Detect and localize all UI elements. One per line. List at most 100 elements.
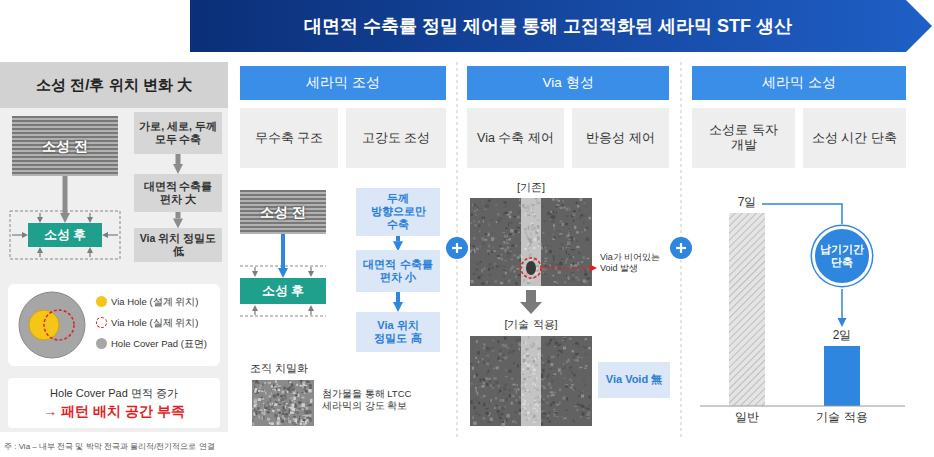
texture-speck <box>587 414 589 417</box>
texture-speck <box>587 408 590 410</box>
texture-speck <box>255 412 257 415</box>
texture-speck <box>263 416 265 419</box>
texture-speck <box>587 277 590 279</box>
texture-speck <box>589 396 591 399</box>
chart-baseline <box>700 406 905 407</box>
texture-speck <box>543 372 544 374</box>
legend-text: Via Hole (설계 위치) <box>111 296 198 307</box>
texture-speck <box>559 389 562 391</box>
texture-speck <box>536 405 539 406</box>
texture-speck <box>511 344 513 347</box>
texture-speck <box>567 359 570 362</box>
shrink-arrow <box>254 311 255 315</box>
node-text: Via 위치 정밀도 高 <box>360 319 436 345</box>
texture-speck <box>534 379 536 382</box>
texture-speck <box>579 395 580 398</box>
texture-speck <box>304 411 305 413</box>
texture-speck <box>561 224 563 225</box>
annotation-label: [기존] <box>500 181 562 195</box>
texture-speck <box>569 207 570 210</box>
texture-speck <box>500 265 502 267</box>
texture-speck <box>508 279 510 282</box>
texture-speck <box>254 384 255 385</box>
texture-speck <box>482 237 485 239</box>
texture-speck <box>282 406 285 409</box>
texture-speck <box>289 382 291 384</box>
texture-speck <box>584 346 586 349</box>
texture-speck <box>275 381 277 383</box>
shrink-arrow <box>12 234 22 235</box>
fired-layer-box: 소성 후 <box>28 223 102 247</box>
texture-speck <box>286 390 288 393</box>
texture-speck <box>488 252 489 255</box>
texture-speck <box>262 416 265 419</box>
texture-speck <box>526 210 529 212</box>
texture-speck <box>497 413 499 416</box>
result-box: 두께 방향으로만 수축 <box>356 188 440 236</box>
texture-speck <box>271 406 273 409</box>
texture-speck <box>542 206 544 208</box>
texture-speck <box>587 417 589 419</box>
texture-speck <box>558 368 561 371</box>
texture-speck <box>310 399 312 402</box>
panel: 소성 전/후 위치 변화 大소성 전소성 후가로, 세로, 두께 모두 수축대면… <box>0 62 228 432</box>
plus-circle <box>670 237 692 259</box>
texture-speck <box>295 395 298 396</box>
texture-speck <box>546 414 548 415</box>
texture-speck <box>562 396 565 399</box>
texture-speck <box>573 219 574 222</box>
texture-speck <box>497 221 500 222</box>
texture-speck <box>508 370 511 373</box>
texture-speck <box>307 402 308 404</box>
texture-speck <box>559 248 562 250</box>
texture-speck <box>537 202 540 204</box>
texture-speck <box>474 406 476 409</box>
texture-speck <box>499 218 502 220</box>
texture-speck <box>290 397 293 398</box>
texture-speck <box>589 217 591 220</box>
texture-speck <box>258 390 261 392</box>
texture-speck <box>568 228 569 230</box>
texture-speck <box>475 387 477 389</box>
texture-speck <box>524 400 526 403</box>
texture-speck <box>269 423 270 424</box>
node-text: 두께 방향으로만 수축 <box>360 192 436 232</box>
microstructure-image <box>252 380 314 426</box>
texture-speck <box>309 414 312 416</box>
texture-speck <box>490 384 491 387</box>
texture-speck <box>254 386 255 387</box>
texture-speck <box>546 402 548 404</box>
texture-speck <box>503 242 505 244</box>
texture-speck <box>569 231 570 234</box>
texture-speck <box>541 400 543 403</box>
texture-speck <box>291 404 294 407</box>
texture-speck <box>505 376 508 377</box>
texture-speck <box>501 258 503 261</box>
texture-speck <box>503 201 506 202</box>
texture-speck <box>283 387 285 390</box>
texture-speck <box>562 201 563 202</box>
texture-speck <box>571 249 574 250</box>
texture-speck <box>559 233 562 235</box>
texture-speck <box>551 403 552 406</box>
section-header: 세라믹 소성 <box>692 66 906 100</box>
texture-speck <box>558 255 560 256</box>
texture-speck <box>550 215 553 218</box>
texture-speck <box>570 387 573 389</box>
texture-speck <box>575 276 578 278</box>
texture-speck <box>554 411 557 414</box>
flow-arrow <box>63 176 68 213</box>
texture-speck <box>490 219 493 220</box>
texture-speck <box>483 362 485 365</box>
texture-speck <box>576 202 579 204</box>
texture-speck <box>561 259 563 260</box>
texture-speck <box>562 339 565 340</box>
texture-speck <box>580 216 582 219</box>
plus-sign <box>456 243 458 253</box>
texture-speck <box>491 233 493 235</box>
annotation-label: 2일 <box>817 328 867 343</box>
texture-speck <box>502 414 504 415</box>
texture-speck <box>309 389 312 392</box>
texture-speck <box>530 371 531 374</box>
texture-speck <box>549 342 551 345</box>
